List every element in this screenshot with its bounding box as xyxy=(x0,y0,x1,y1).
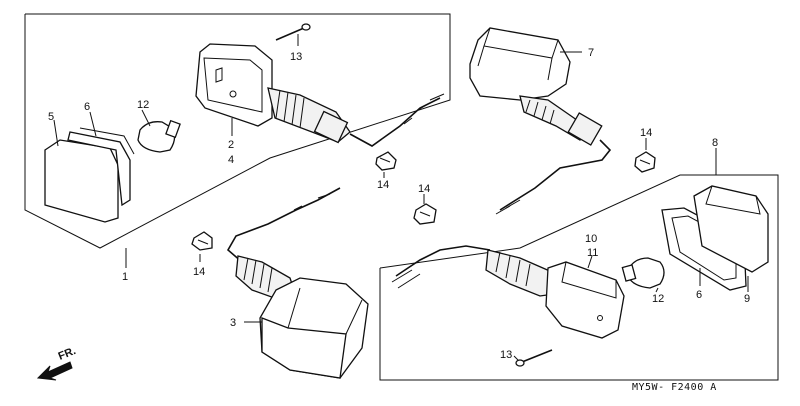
callout-8: 8 xyxy=(712,137,718,149)
callout-14-upper-left: 14 xyxy=(377,179,389,191)
callout-13-lower: 13 xyxy=(500,349,512,361)
front-direction-indicator: FR. xyxy=(36,345,78,381)
rear-left-blinker-3 xyxy=(226,187,369,379)
callout-1: 1 xyxy=(122,271,128,283)
direction-label: FR. xyxy=(57,345,78,363)
screw-13-upper xyxy=(275,23,311,41)
callout-12-lower: 12 xyxy=(652,293,664,305)
rear-right-housing-10-11 xyxy=(391,245,625,339)
front-right-housing-7 xyxy=(469,27,612,215)
callout-14-left: 14 xyxy=(193,266,205,278)
gasket-6 xyxy=(67,131,131,207)
front-left-housing xyxy=(195,43,445,147)
rubber-14-upper-right xyxy=(634,151,656,173)
callout-4: 4 xyxy=(228,154,234,166)
callout-11: 11 xyxy=(587,247,598,259)
callout-3: 3 xyxy=(230,317,236,329)
rear-right-lens-assembly xyxy=(661,185,769,291)
screw-13-lower xyxy=(515,349,553,367)
callout-9: 9 xyxy=(744,293,750,305)
leader-lines xyxy=(53,34,749,361)
rubber-14-upper-left xyxy=(375,151,397,171)
rubber-14-left xyxy=(191,231,213,251)
front-left-lens-assembly xyxy=(44,127,135,223)
callout-7: 7 xyxy=(588,47,594,59)
figure-code: MY5W- F2400 A xyxy=(632,382,717,393)
callout-12-upper: 12 xyxy=(137,99,149,111)
callout-14-upper-right: 14 xyxy=(640,127,652,139)
callout-13-upper: 13 xyxy=(290,51,302,63)
rubber-14-middle xyxy=(413,203,437,225)
frame-lines xyxy=(24,13,779,381)
front-arrow-icon xyxy=(36,361,73,381)
callout-labels: 5 6 12 2 4 13 14 1 7 14 14 8 14 3 10 11 … xyxy=(48,47,750,361)
bulb-12-lower xyxy=(621,257,665,289)
bulb-12-upper xyxy=(137,119,181,153)
callout-6-lower: 6 xyxy=(696,289,702,301)
lens-5 xyxy=(44,139,119,223)
callout-10: 10 xyxy=(585,233,597,245)
callout-2: 2 xyxy=(228,139,234,151)
callout-5: 5 xyxy=(48,111,54,123)
callout-6-upper: 6 xyxy=(84,101,90,113)
callout-14-middle: 14 xyxy=(418,183,430,195)
